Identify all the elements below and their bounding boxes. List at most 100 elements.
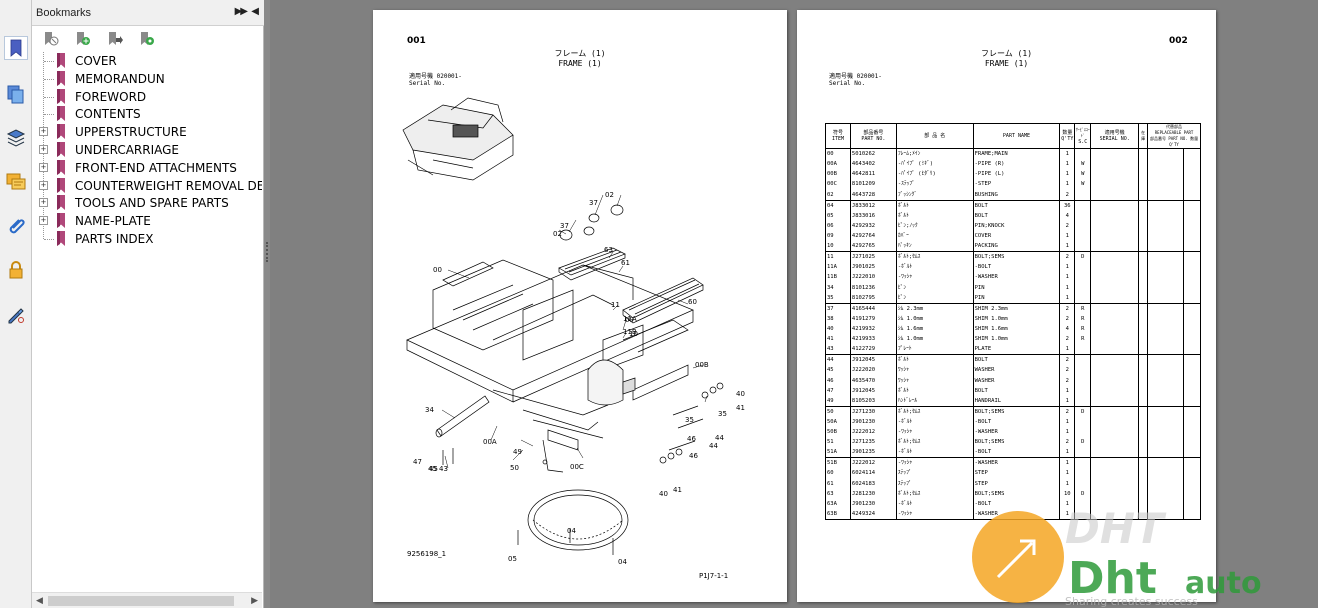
options-menu-icon[interactable]: ▶▶: [234, 6, 248, 17]
empty-cell: [1138, 148, 1149, 159]
bookmark-properties-icon[interactable]: [138, 31, 156, 47]
empty-cell: [1182, 323, 1202, 335]
bookmark-item[interactable]: +TOOLS AND SPARE PARTS: [32, 194, 262, 212]
security-icon[interactable]: [4, 258, 28, 282]
part-name-cell: -WASHER: [972, 427, 1061, 438]
empty-cell: [1182, 375, 1202, 386]
empty-cell: [1182, 416, 1202, 427]
empty-cell: [1182, 405, 1202, 417]
item-cell: 63B: [825, 509, 851, 521]
empty-cell: [1147, 478, 1184, 489]
layers-icon[interactable]: [4, 126, 28, 150]
horizontal-scrollbar[interactable]: ◀ ▶: [32, 592, 262, 608]
service-code-cell: R: [1074, 313, 1092, 324]
service-code-cell: R: [1074, 334, 1092, 345]
part-name-cell: BOLT;SEMS: [972, 251, 1061, 263]
comments-icon[interactable]: [4, 170, 28, 194]
part-name-cell: -BOLT: [972, 262, 1061, 273]
name-jp-cell: -ﾎﾞﾙﾄ: [895, 498, 974, 510]
item-cell: 63A: [825, 498, 851, 510]
scroll-right-icon[interactable]: ▶: [251, 595, 258, 605]
empty-cell: [1147, 189, 1184, 201]
part-no-cell: 4191279: [849, 313, 897, 324]
collapse-panel-icon[interactable]: ◀: [251, 6, 259, 17]
expand-icon[interactable]: +: [39, 144, 48, 154]
empty-cell: [1147, 395, 1184, 407]
service-code-cell: [1074, 385, 1092, 396]
pages-icon[interactable]: [4, 82, 28, 106]
callout-label: 40: [736, 390, 745, 398]
empty-cell: [1090, 262, 1140, 273]
splitter-grip-icon[interactable]: [266, 242, 268, 262]
name-jp-cell: ﾌﾞｯｼﾝｸﾞ: [895, 189, 974, 201]
bookmark-item[interactable]: COVER: [32, 52, 262, 70]
item-cell: 09: [825, 230, 851, 242]
bookmark-ribbon-icon: [57, 231, 65, 246]
empty-cell: [1138, 405, 1149, 417]
new-bookmark-icon[interactable]: [74, 31, 92, 47]
signatures-icon[interactable]: [4, 302, 28, 326]
empty-cell: [1182, 509, 1202, 521]
item-cell: 50A: [825, 416, 851, 427]
expand-icon[interactable]: +: [39, 126, 48, 137]
bookmark-item[interactable]: PARTS INDEX: [32, 230, 262, 248]
bookmark-ribbon-icon: [57, 106, 65, 122]
delete-bookmark-icon[interactable]: [42, 31, 60, 47]
qty-cell: 1: [1059, 241, 1076, 252]
bookmark-icon[interactable]: [4, 36, 28, 60]
empty-cell: [1147, 344, 1184, 355]
bookmark-label: CONTENTS: [75, 107, 141, 122]
name-jp-cell: -ﾜｯｼｬ: [895, 427, 974, 438]
empty-cell: [1090, 241, 1140, 252]
empty-cell: [1147, 220, 1184, 231]
part-name-cell: COVER: [972, 230, 1061, 242]
bookmark-label: COUNTERWEIGHT REMOVAL DEVI: [75, 178, 262, 193]
bookmark-item[interactable]: CONTENTS: [32, 105, 262, 123]
expand-icon[interactable]: +: [39, 215, 48, 226]
empty-cell: [1090, 385, 1140, 396]
bookmark-item[interactable]: +FRONT-END ATTACHMENTS: [32, 159, 262, 177]
item-cell: 60: [825, 468, 851, 479]
bookmark-item[interactable]: + NAME-PLATE: [32, 212, 262, 230]
panel-splitter[interactable]: [264, 0, 270, 608]
empty-cell: [1090, 179, 1140, 190]
bookmark-item[interactable]: +UPPERSTRUCTURE: [32, 123, 262, 141]
empty-cell: [1147, 179, 1184, 190]
empty-cell: [1147, 282, 1184, 293]
empty-cell: [1138, 457, 1149, 469]
empty-cell: [1138, 272, 1149, 283]
item-cell: 10: [825, 241, 851, 252]
bookmark-item[interactable]: +UNDERCARRIAGE: [32, 141, 262, 159]
callout-label: 00: [433, 266, 442, 274]
bookmark-item[interactable]: + COUNTERWEIGHT REMOVAL DEVI: [32, 177, 262, 195]
bookmark-item[interactable]: FOREWORD: [32, 88, 262, 106]
bookmark-item[interactable]: MEMORANDUN: [32, 70, 262, 88]
expand-icon[interactable]: +: [39, 179, 48, 190]
expand-icon[interactable]: +: [39, 161, 48, 172]
callout-label: 02: [605, 191, 614, 199]
bookmark-ribbon-icon: [57, 159, 65, 175]
qty-cell: 1: [1059, 385, 1076, 396]
part-name-cell: BOLT;SEMS: [972, 437, 1061, 448]
attachments-icon[interactable]: [4, 214, 28, 238]
item-cell: 40: [825, 323, 851, 335]
expand-bookmark-icon[interactable]: [106, 31, 124, 47]
service-code-cell: [1074, 416, 1092, 427]
empty-cell: [1147, 169, 1184, 180]
name-jp-cell: ﾎﾞﾙﾄ;ｾﾑｽ: [895, 405, 974, 417]
tree-branch-line: [44, 96, 54, 98]
expand-icon[interactable]: +: [39, 197, 48, 208]
item-cell: 61: [825, 478, 851, 489]
service-code-cell: W: [1074, 179, 1092, 190]
item-cell: 45: [825, 365, 851, 376]
scroll-left-icon[interactable]: ◀: [36, 595, 43, 605]
exploded-parts-diagram: [402, 97, 724, 555]
scrollbar-thumb[interactable]: [48, 596, 234, 606]
bookmark-label: NAME-PLATE: [75, 214, 151, 229]
part-no-cell: 8101209: [849, 179, 897, 190]
